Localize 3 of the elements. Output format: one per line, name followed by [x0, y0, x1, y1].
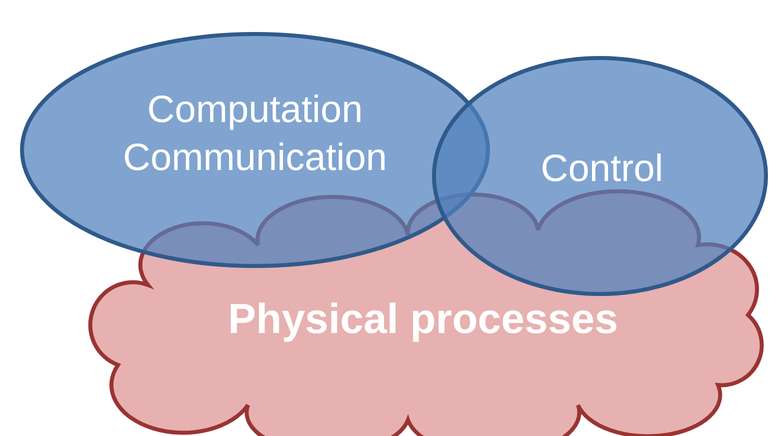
- node-label: Computation Communication: [122, 88, 388, 180]
- node-label: Physical processes: [227, 294, 619, 344]
- node-label: Control: [540, 147, 664, 192]
